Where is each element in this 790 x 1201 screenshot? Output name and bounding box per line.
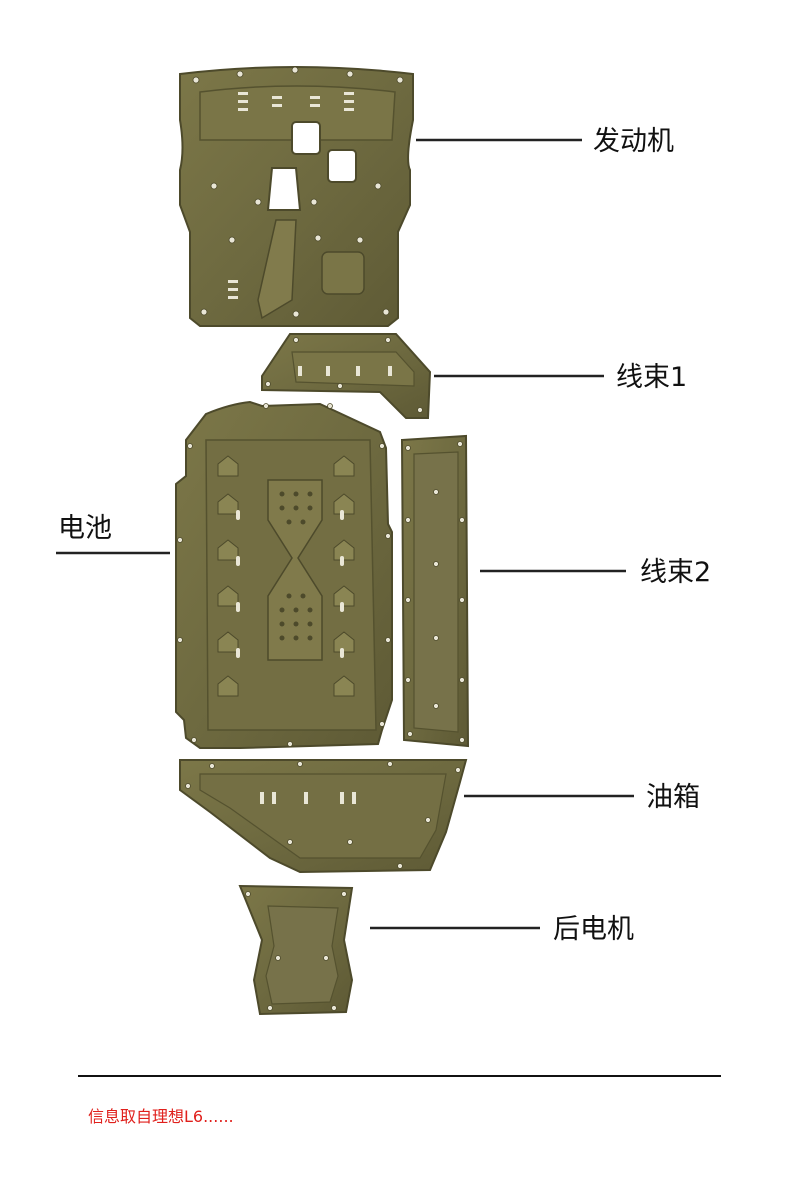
harness1-label: 线束1 [616,362,688,393]
battery-plate [175,400,393,749]
fuel-tank-plate [179,759,468,874]
engine-label: 发动机 [593,126,674,157]
rear-motor-label: 后电机 [553,914,634,945]
source-note: 信息取自理想L6...... [88,1107,234,1126]
engine-plate [179,66,414,327]
harness2-plate [400,434,470,748]
footer-divider [78,1075,721,1077]
fuel-tank-label: 油箱 [646,782,700,813]
rear-motor-plate [238,884,354,1016]
harness2-label: 线束2 [640,557,712,588]
leader-lines [56,138,634,930]
harness1-plate [261,333,432,419]
battery-label: 电池 [58,513,112,544]
